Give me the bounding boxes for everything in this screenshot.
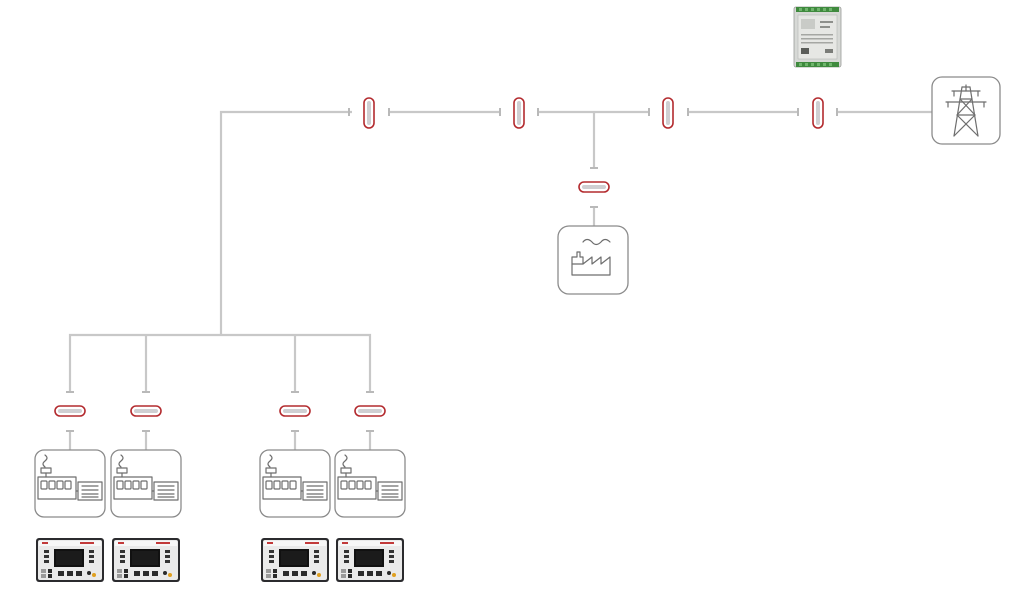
genset-controller-panel-icon[interactable] <box>36 538 104 582</box>
generator-set-icon[interactable] <box>259 449 331 518</box>
generator-bus <box>66 333 374 450</box>
bus-breaker-3[interactable] <box>662 97 674 129</box>
generator-set-icon[interactable] <box>334 449 406 518</box>
factory-icon[interactable] <box>557 225 629 295</box>
mains-breaker[interactable] <box>812 97 824 129</box>
main-bus <box>219 108 932 335</box>
generator-breaker-3[interactable] <box>279 405 311 417</box>
generator-set-icon[interactable] <box>110 449 182 518</box>
genset-controller-panel-icon[interactable] <box>112 538 180 582</box>
genset-controller-panel-icon[interactable] <box>336 538 404 582</box>
generator-breaker-2[interactable] <box>130 405 162 417</box>
load-breaker[interactable] <box>578 181 610 193</box>
generator-breaker-4[interactable] <box>354 405 386 417</box>
load-feeder <box>590 112 598 226</box>
generator-breaker-1[interactable] <box>54 405 86 417</box>
bus-breaker-2[interactable] <box>513 97 525 129</box>
bus-breaker-1[interactable] <box>363 97 375 129</box>
genset-controller-panel-icon[interactable] <box>261 538 329 582</box>
din-rail-controller-icon[interactable] <box>793 6 842 68</box>
generator-set-icon[interactable] <box>34 449 106 518</box>
transmission-tower-icon[interactable] <box>931 76 1001 145</box>
